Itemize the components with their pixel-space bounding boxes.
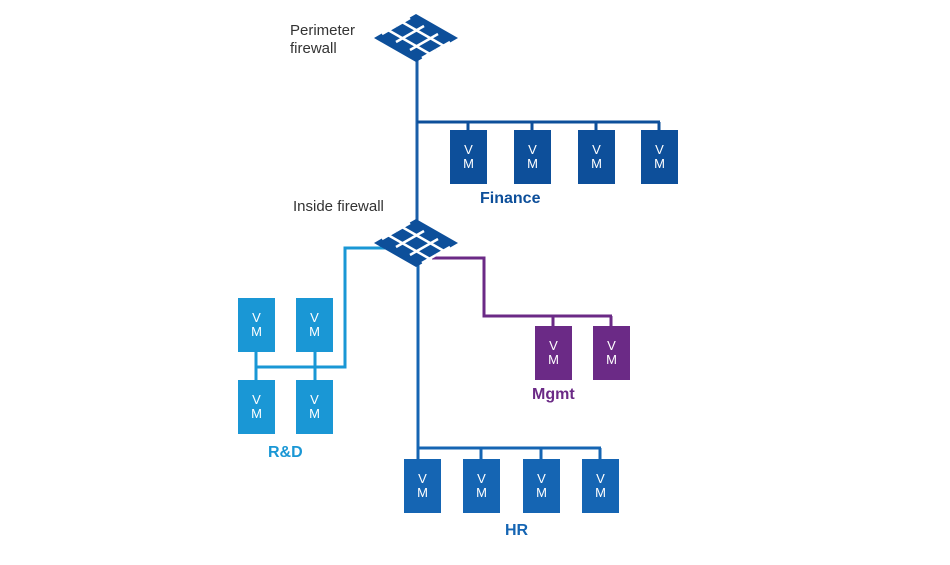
vm-label-top: V [607, 338, 616, 353]
vm-label-bottom: M [536, 485, 547, 500]
vm-label-bottom: M [591, 156, 602, 171]
finance-group-label: Finance [480, 190, 541, 207]
inside-firewall-icon [374, 219, 458, 267]
mgmt-group-label: Mgmt [532, 386, 575, 403]
vm-label-top: V [477, 471, 486, 486]
vm-label-bottom: M [251, 324, 262, 339]
vm-label-top: V [252, 392, 261, 407]
rnd-group-label: R&D [268, 444, 303, 461]
vm-label-bottom: M [251, 406, 262, 421]
perimeter-firewall-icon [374, 14, 458, 62]
perimeter-firewall-label: Perimeter firewall [290, 22, 355, 58]
vm-label-top: V [655, 142, 664, 157]
vm-label-top: V [464, 142, 473, 157]
vm-label-bottom: M [476, 485, 487, 500]
vm-label-top: V [528, 142, 537, 157]
inside-firewall-label: Inside firewall [293, 198, 384, 215]
hr-group-label: HR [505, 522, 529, 539]
vm-label-bottom: M [309, 324, 320, 339]
vm-label-top: V [549, 338, 558, 353]
mgmt-connector [432, 256, 613, 327]
hr-connector [416, 262, 602, 460]
vm-label-top: V [252, 310, 261, 325]
vm-label-bottom: M [606, 352, 617, 367]
perimeter-firewall-label-line1: Perimeter [290, 22, 356, 39]
vm-label-bottom: M [527, 156, 538, 171]
vm-label-bottom: M [595, 485, 606, 500]
vm-label-bottom: M [548, 352, 559, 367]
vm-label-top: V [596, 471, 605, 486]
vm-label-top: V [310, 392, 319, 407]
vm-label-top: V [537, 471, 546, 486]
vm-label-bottom: M [309, 406, 320, 421]
vm-label-top: V [310, 310, 319, 325]
vm-label-bottom: M [463, 156, 474, 171]
vm-label-bottom: M [417, 485, 428, 500]
vm-label-bottom: M [654, 156, 665, 171]
vm-label-top: V [592, 142, 601, 157]
finance-connector [417, 120, 661, 131]
vm-label-top: V [418, 471, 427, 486]
rnd-connector [254, 246, 392, 380]
perimeter-firewall-label-line2: firewall [290, 40, 337, 57]
